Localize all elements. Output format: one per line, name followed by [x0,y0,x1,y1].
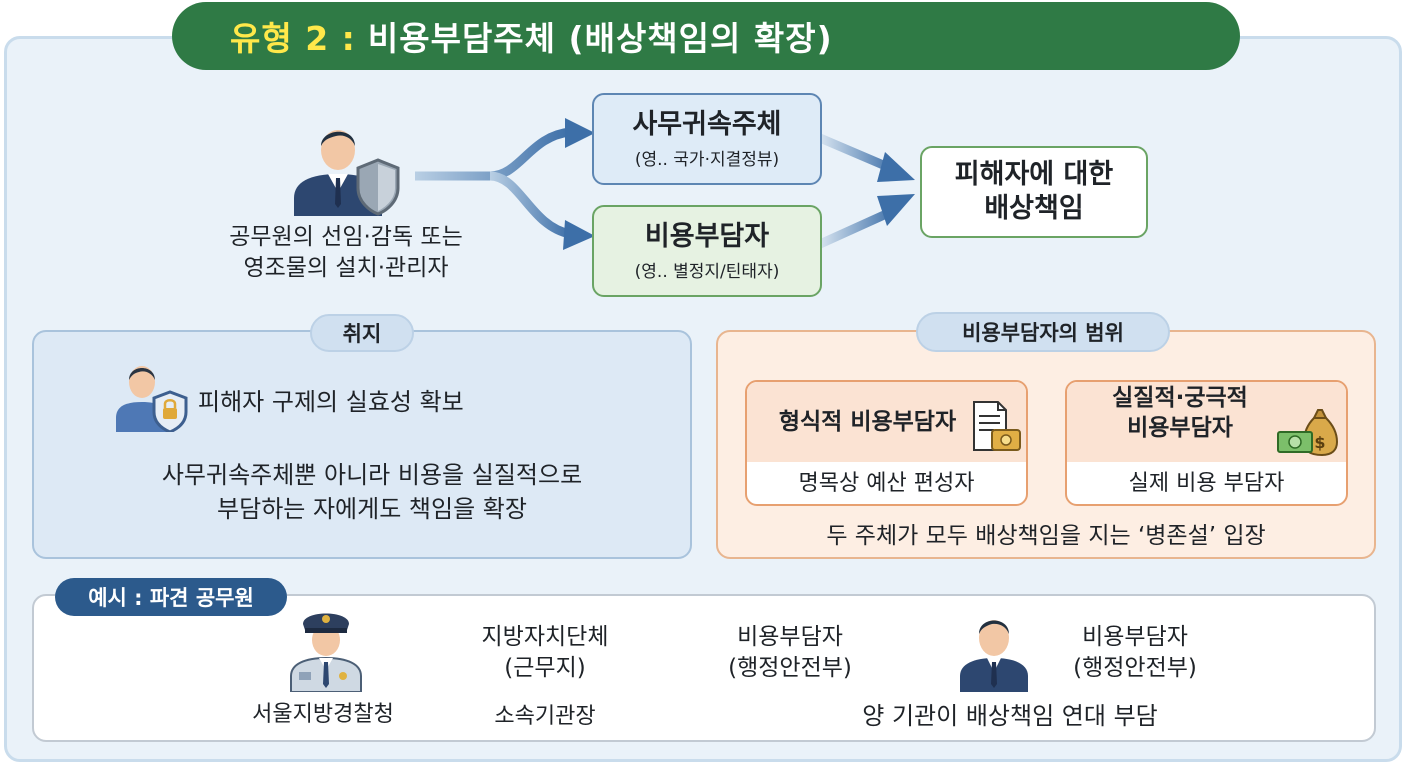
formal-cost-bearer-body: 명목상 예산 편성자 [798,471,975,496]
cost-bearer-box: 비용부담자 (영.. 별정지/틴태자) [592,205,822,297]
purpose-pill: 취지 [310,314,414,352]
substantive-head-line2: 비용부담자 [1127,414,1233,441]
liability-result-line2: 배상책임 [984,193,1084,224]
scope-footer: 두 주체가 모두 배상책임을 지는 ‘병존설’ 입장 [826,523,1266,549]
substantive-cost-bearer-card: 실제 비용 부담자 [1065,380,1348,506]
purpose-desc-line2: 부담하는 자에게도 책임을 확장 [217,495,527,524]
example-step4-line1: 비용부담자 [1082,624,1188,650]
example-step4-line2: (행정안전부) [1073,655,1197,682]
purpose-desc-line1: 사무귀속주체뿐 아니라 비용을 실질적으로 [161,461,583,489]
office-subject-box: 사무귀속주체 (영.. 국가·지결정뷰) [592,93,822,185]
cost-bearer-title: 비용부담자 [644,220,770,252]
purpose-description: 사무귀속주체뿐 아니라 비용을 실질적으로 부담하는 자에게도 책임을 확장 [92,458,652,526]
scope-pill: 비용부담자의 범위 [916,312,1170,352]
actor-label-line1: 공무원의 선임·감독 또는 [229,224,463,250]
substantive-cost-bearer-head: 실질적·궁극적 비용부담자 [1080,384,1280,444]
example-step3-line2: (행정안전부) [728,655,852,682]
formal-cost-bearer-head: 형식적 비용부담자 [778,409,957,435]
example-panel [32,594,1376,742]
actor-label-line2: 영조물의 설치·관리자 [243,255,449,282]
arrow-boxes-to-result [818,133,915,249]
police-officer-icon [290,613,362,692]
office-subject-sub: (영.. 국가·지결정뷰) [634,150,780,171]
official-icon [960,620,1028,692]
title-banner: 유형 2 : 비용부담주체 (배상책임의 확장) [172,2,1240,70]
liability-result-line1: 피해자에 대한 [954,159,1114,191]
example-step2-below: 소속기관장 [494,704,596,729]
example-step2-line1: 지방자치단체 [481,624,609,650]
example-step2-line2: (근무지) [504,655,586,682]
example-step3: 비용부담자 (행정안전부) [705,622,875,684]
arrow-actor-to-boxes [415,118,595,250]
example-step3-line1: 비용부담자 [737,624,843,650]
substantive-head-line1: 실질적·궁극적 [1112,385,1248,411]
title-main: 비용부담주체 (배상책임의 확장) [367,19,833,58]
example-step1: 서울지방경찰청 [252,702,394,727]
example-step4: 비용부담자 (행정안전부) [1050,622,1220,684]
svg-text:$: $ [1314,433,1325,452]
title-prefix: 유형 2 : [230,19,356,58]
office-subject-title: 사무귀속주체 [632,108,782,140]
example-pill: 예시 : 파견 공무원 [55,578,287,616]
example-step2: 지방자치단체 (근무지) [455,622,635,684]
budget-document-icon [973,401,1021,451]
money-bag-icon: $ [1277,409,1338,456]
substantive-cost-bearer-body: 실제 비용 부담자 [1128,471,1285,496]
official-with-shield-icon [294,130,400,216]
purpose-point: 피해자 구제의 실효성 확보 [198,388,464,416]
liability-result-box: 피해자에 대한 배상책임 [920,146,1148,238]
user-lock-shield-icon [116,366,188,432]
example-footer: 양 기관이 배상책임 연대 부담 [862,702,1158,730]
cost-bearer-sub: (영.. 별정지/틴태자) [634,262,780,283]
actor-label: 공무원의 선임·감독 또는 영조물의 설치·관리자 [196,222,496,284]
